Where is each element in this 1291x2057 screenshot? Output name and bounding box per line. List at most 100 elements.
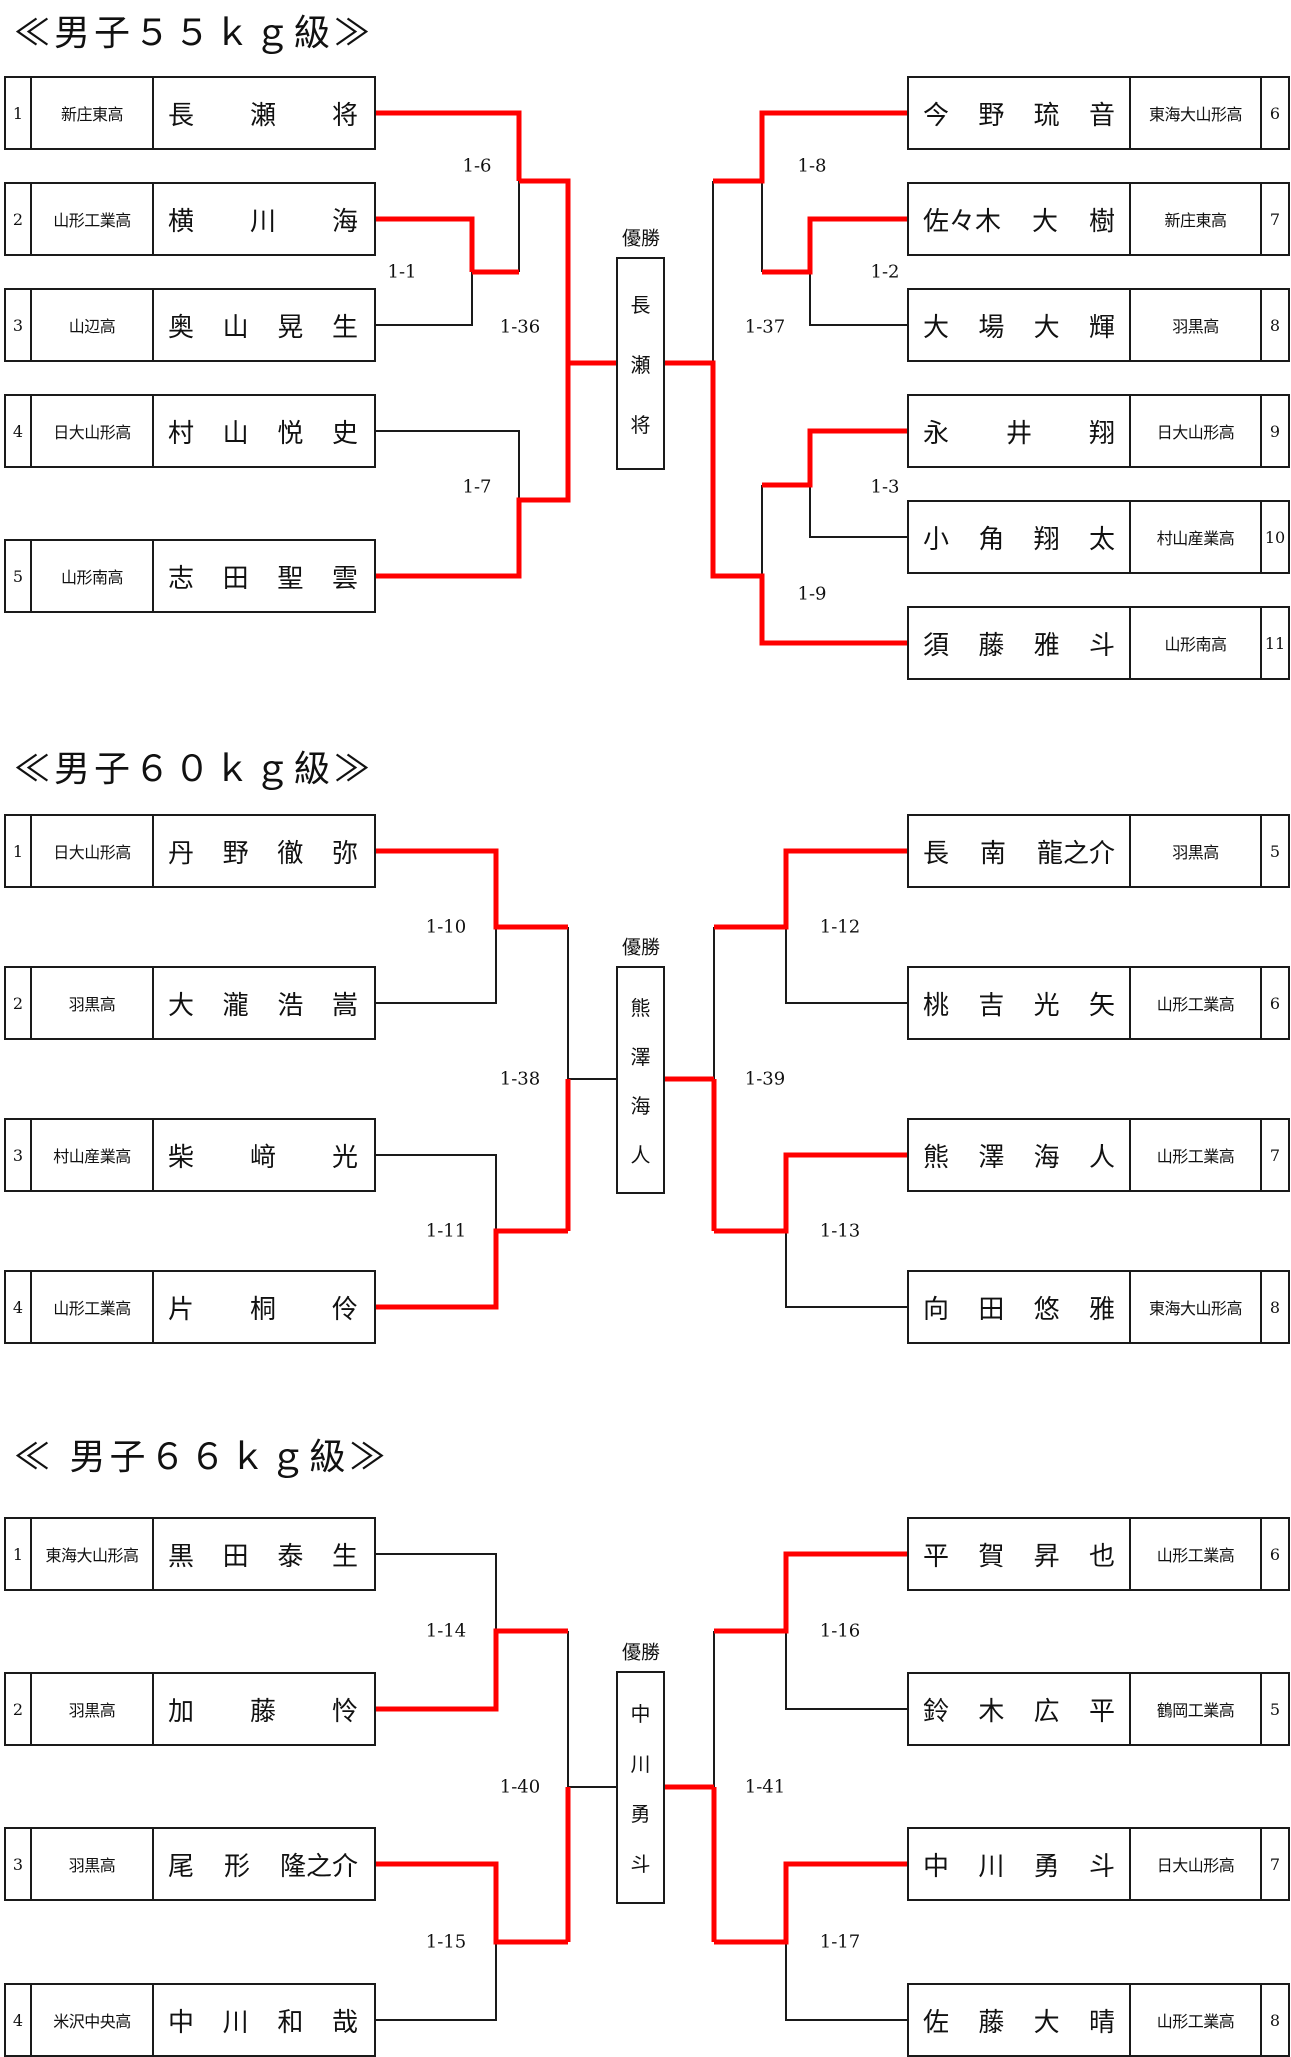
school-name: 山形工業高 <box>1129 968 1260 1038</box>
player-name-part: 晃 <box>277 312 304 343</box>
match-number: 1-12 <box>819 916 861 938</box>
player-name-part: 野 <box>978 100 1005 131</box>
player-name-part: 生 <box>331 312 358 343</box>
player-name-part: 山 <box>222 312 249 343</box>
match-number: 1-9 <box>797 583 827 605</box>
champion-box: 中川勇斗 <box>616 1671 665 1904</box>
player-name-part: 隆之介 <box>279 1851 358 1882</box>
school-name: 新庄東高 <box>1129 184 1260 254</box>
school-name: 山形工業高 <box>32 184 154 254</box>
school-name: 日大山形高 <box>32 816 154 886</box>
player-name: 長瀬将 <box>154 78 372 148</box>
bracket-line-winner <box>375 1228 568 1310</box>
player-name-part: 怜 <box>331 1696 358 1727</box>
player-name-part: 川 <box>249 206 276 237</box>
bracket-line-winner <box>713 110 907 184</box>
bracket-line <box>809 485 907 538</box>
seed-number: 10 <box>1260 502 1288 572</box>
bracket-line-winner <box>519 178 616 366</box>
bracket-line-winner <box>375 363 571 579</box>
player-name-part: 大 <box>923 312 950 343</box>
school-name: 鶴岡工業高 <box>1129 1674 1260 1744</box>
bracket-title-66kg: ≪ 男子６６ｋｇ級≫ <box>14 1437 390 1478</box>
player-name-part: 伶 <box>331 1294 358 1325</box>
player-name-part: 藤 <box>978 630 1005 661</box>
player-name-part: 大 <box>168 990 195 1021</box>
match-number: 1-2 <box>870 261 900 283</box>
player-name: 永井翔 <box>909 396 1129 466</box>
player-name-part: 中 <box>923 1851 950 1882</box>
player-name-part: 熊 <box>923 1142 950 1173</box>
school-name: 羽黒高 <box>32 1674 154 1744</box>
player-name-part: 平 <box>923 1541 950 1572</box>
bracket-line-winner <box>375 216 475 272</box>
player-name-part: 井 <box>1005 418 1032 449</box>
seed-number: 2 <box>6 1674 32 1744</box>
player-name-part: 平 <box>1088 1696 1115 1727</box>
player-name-part: 須 <box>923 630 950 661</box>
player-name-part: 勇 <box>1033 1851 1060 1882</box>
champion-name-char: 斗 <box>630 1852 651 1877</box>
player-name-part: 山 <box>222 418 249 449</box>
player-name-part: 生 <box>331 1541 358 1572</box>
player-name-part: 海 <box>1033 1142 1060 1173</box>
champion-name-char: 将 <box>630 413 651 438</box>
player-name-part: 奥 <box>168 312 195 343</box>
bracket-line-winner <box>714 1551 907 1634</box>
seed-number: 9 <box>1260 396 1288 466</box>
seed-number: 1 <box>6 1519 32 1589</box>
player-name-part: 桃 <box>923 990 950 1021</box>
player-name-part: 木 <box>978 1696 1005 1727</box>
player-name-part: 悠 <box>1033 1294 1060 1325</box>
match-number: 1-17 <box>819 1931 861 1953</box>
player-name: 奥山晃生 <box>154 290 372 360</box>
player-name-part: 片 <box>168 1294 195 1325</box>
school-name: 日大山形高 <box>1129 1829 1260 1899</box>
player-name: 村山悦史 <box>154 396 372 466</box>
school-name: 日大山形高 <box>1129 396 1260 466</box>
seed-number: 4 <box>6 1985 32 2055</box>
school-name: 山形南高 <box>1129 608 1260 678</box>
player-name: 丹野徹弥 <box>154 816 372 886</box>
bracket-line <box>809 272 907 326</box>
player-name-part: 藤 <box>978 2007 1005 2038</box>
champion-name-char: 熊 <box>630 996 651 1020</box>
match-number: 1-41 <box>744 1776 786 1798</box>
bracket-line <box>785 1231 907 1308</box>
bracket-line <box>375 927 497 1004</box>
player-name-part: 野 <box>222 838 249 869</box>
player-name-part: 場 <box>978 312 1005 343</box>
seed-number: 7 <box>1260 1120 1288 1190</box>
player-name-part: 長 <box>168 100 195 131</box>
school-name: 羽黒高 <box>32 968 154 1038</box>
champion-name-char: 川 <box>630 1751 651 1776</box>
bracket-line <box>375 272 473 326</box>
school-name: 山形南高 <box>32 541 154 611</box>
player-name-part: 斗 <box>1088 630 1115 661</box>
seed-number: 2 <box>6 184 32 254</box>
bracket-line-winner <box>762 216 907 275</box>
player-name-part: 加 <box>168 1696 195 1727</box>
school-name: 村山産業高 <box>32 1120 154 1190</box>
seed-number: 1 <box>6 78 32 148</box>
match-number: 1-1 <box>387 261 417 283</box>
player-name-part: 瀬 <box>249 100 276 131</box>
seed-number: 7 <box>1260 1829 1288 1899</box>
player-name-part: 琉 <box>1033 100 1060 131</box>
seed-number: 3 <box>6 1120 32 1190</box>
player-name-part: 尾 <box>168 1851 195 1882</box>
seed-number: 5 <box>6 541 32 611</box>
player-name-part: 人 <box>1088 1142 1115 1173</box>
player-name-part: 丹 <box>168 838 195 869</box>
